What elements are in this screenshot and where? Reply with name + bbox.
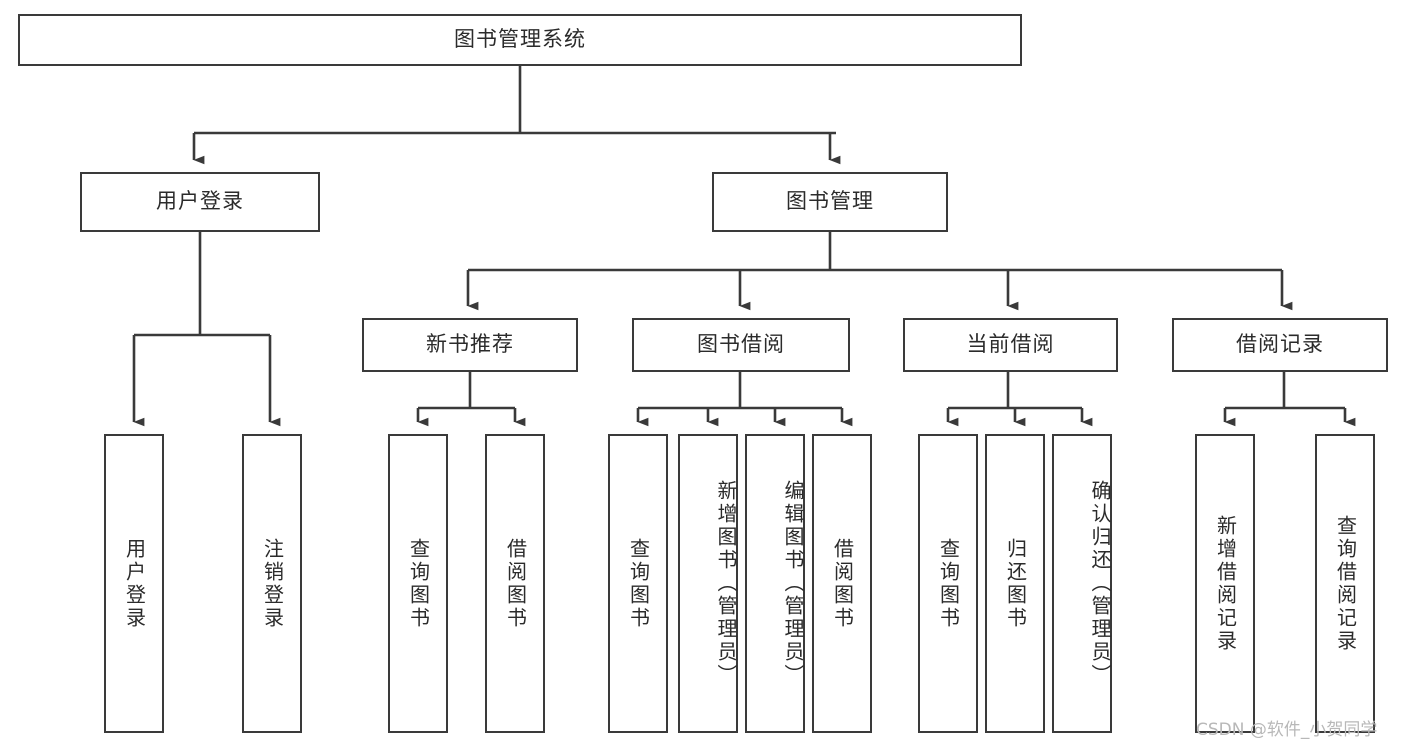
node-user-login-label: 用户登录 (156, 189, 244, 214)
node-leaf-user-logout[interactable]: 注销登录 (242, 434, 302, 733)
node-new-book-rec[interactable]: 新书推荐 (362, 318, 578, 372)
node-root-label: 图书管理系统 (454, 27, 586, 52)
node-leaf-user-logout-label: 注销登录 (260, 537, 285, 630)
node-leaf-borrow-edit-book[interactable]: 编辑图书（管理员） (745, 434, 805, 733)
node-user-login[interactable]: 用户登录 (80, 172, 320, 232)
node-borrow-record[interactable]: 借阅记录 (1172, 318, 1388, 372)
node-leaf-current-confirm-return-label: 确认归还（管理员） (1088, 480, 1112, 687)
node-leaf-rec-query-book-label: 查询图书 (406, 537, 431, 630)
node-leaf-current-return-book-label: 归还图书 (1003, 537, 1028, 630)
node-root[interactable]: 图书管理系统 (18, 14, 1022, 66)
node-borrow-record-label: 借阅记录 (1236, 332, 1324, 357)
node-leaf-record-add-label: 新增借阅记录 (1213, 514, 1238, 653)
node-book-manage[interactable]: 图书管理 (712, 172, 948, 232)
node-leaf-borrow-borrow-book[interactable]: 借阅图书 (812, 434, 872, 733)
node-leaf-record-query-label: 查询借阅记录 (1333, 514, 1358, 653)
node-book-borrow-label: 图书借阅 (697, 332, 785, 357)
node-current-borrow[interactable]: 当前借阅 (903, 318, 1118, 372)
node-leaf-current-return-book[interactable]: 归还图书 (985, 434, 1045, 733)
node-leaf-current-query-book[interactable]: 查询图书 (918, 434, 978, 733)
node-new-book-rec-label: 新书推荐 (426, 332, 514, 357)
node-leaf-user-login[interactable]: 用户登录 (104, 434, 164, 733)
node-leaf-record-query[interactable]: 查询借阅记录 (1315, 434, 1375, 733)
node-leaf-borrow-edit-book-label: 编辑图书（管理员） (781, 480, 805, 687)
node-leaf-rec-query-book[interactable]: 查询图书 (388, 434, 448, 733)
node-leaf-current-confirm-return[interactable]: 确认归还（管理员） (1052, 434, 1112, 733)
node-leaf-rec-borrow-book-label: 借阅图书 (503, 537, 528, 630)
node-leaf-record-add[interactable]: 新增借阅记录 (1195, 434, 1255, 733)
node-leaf-rec-borrow-book[interactable]: 借阅图书 (485, 434, 545, 733)
node-leaf-borrow-add-book[interactable]: 新增图书（管理员） (678, 434, 738, 733)
node-leaf-current-query-book-label: 查询图书 (936, 537, 961, 630)
node-leaf-borrow-add-book-label: 新增图书（管理员） (714, 480, 738, 687)
watermark: CSDN @软件_小贺同学 (1196, 720, 1378, 740)
node-current-borrow-label: 当前借阅 (966, 332, 1055, 357)
node-leaf-borrow-query-book[interactable]: 查询图书 (608, 434, 668, 733)
node-leaf-borrow-borrow-book-label: 借阅图书 (830, 537, 855, 630)
node-leaf-user-login-label: 用户登录 (122, 537, 147, 630)
node-leaf-borrow-query-book-label: 查询图书 (626, 537, 651, 630)
node-book-borrow[interactable]: 图书借阅 (632, 318, 850, 372)
node-book-manage-label: 图书管理 (786, 189, 874, 214)
